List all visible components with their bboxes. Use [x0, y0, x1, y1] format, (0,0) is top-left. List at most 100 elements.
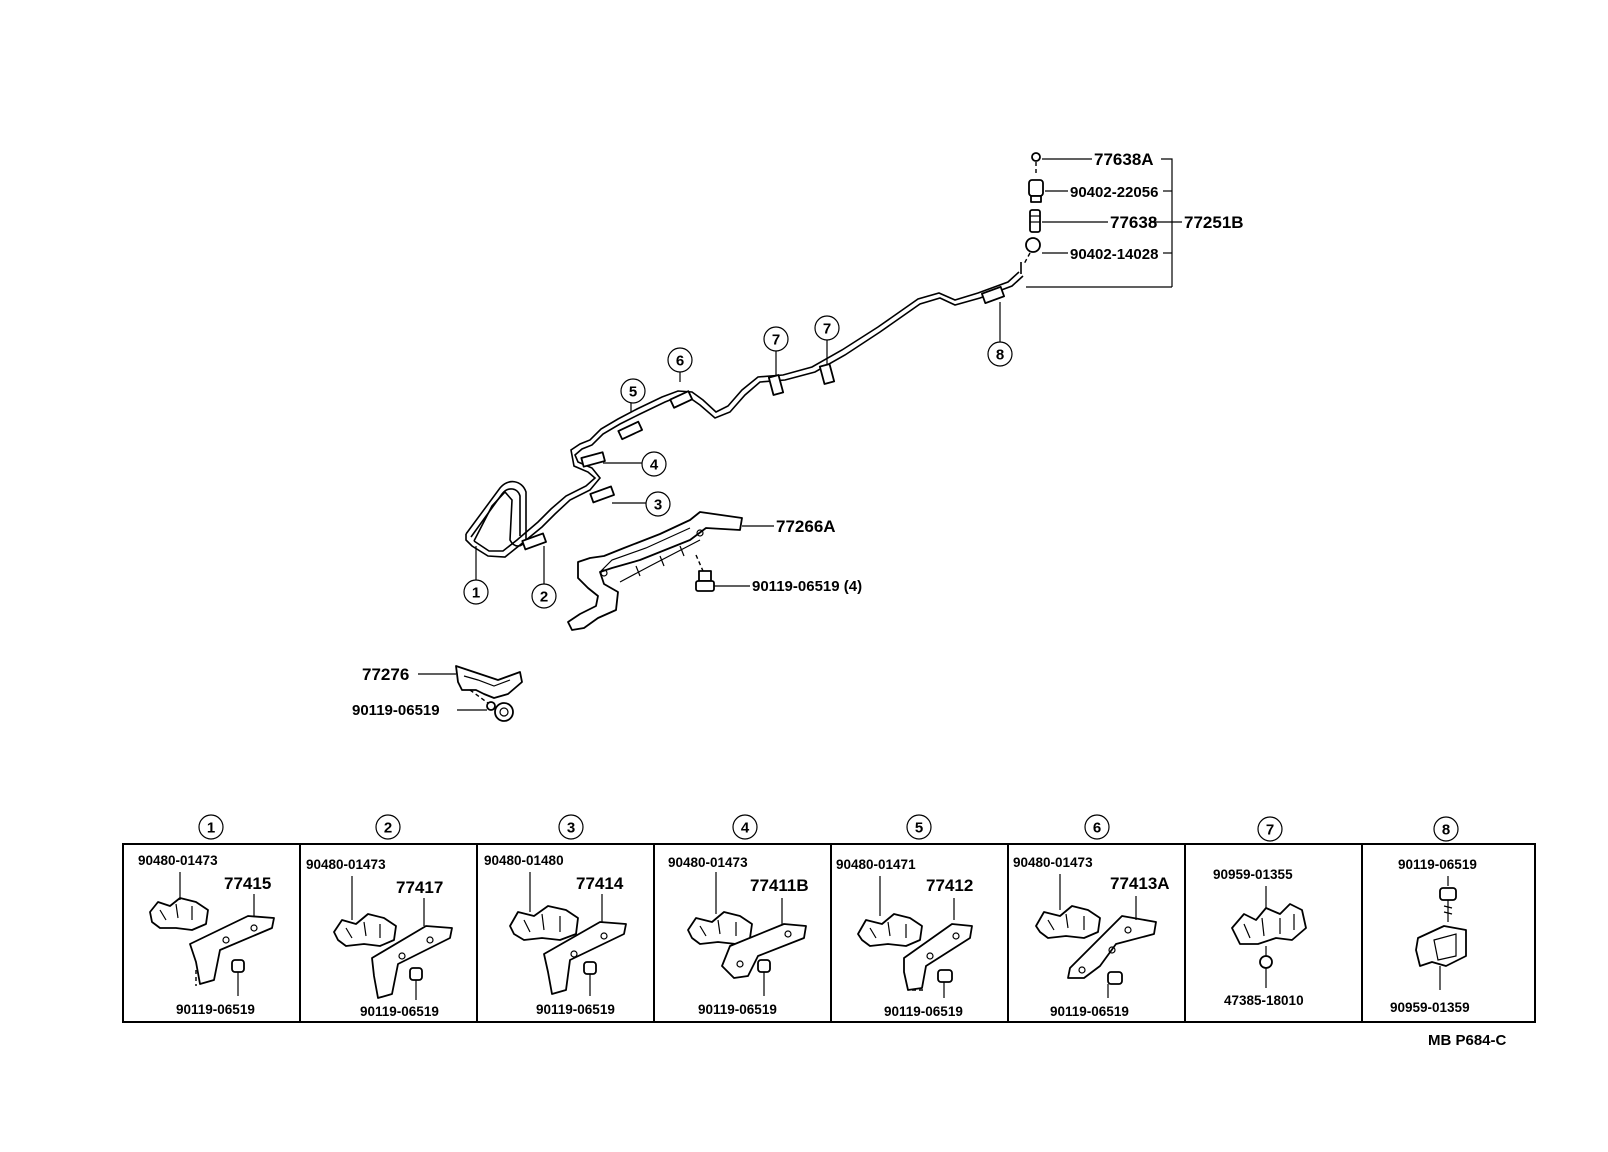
- grommet-icon: [1259, 955, 1273, 969]
- svg-text:1: 1: [207, 820, 215, 837]
- hose-fitting: [1029, 209, 1041, 233]
- svg-text:6: 6: [1093, 820, 1101, 837]
- label-77638a: 77638A: [1094, 150, 1154, 169]
- label-90119-06519-x4: 90119-06519 (4): [752, 578, 862, 595]
- cell-3: 3 90480-01480 77414 90119-06519: [484, 814, 627, 1017]
- cell-marker: [906, 814, 932, 840]
- bolt-part-number: 90119-06519: [884, 1004, 963, 1019]
- svg-text:4: 4: [650, 457, 659, 474]
- clip-icon: [857, 913, 923, 947]
- marker-5: [620, 378, 646, 404]
- cell-6: 6 90480-01473 77413A 90119-06519: [1013, 814, 1170, 1019]
- marker-8: [987, 341, 1013, 367]
- svg-text:3: 3: [567, 820, 575, 837]
- fitting-stack: [1023, 152, 1044, 265]
- cell-5: 5 90480-01471 77412 90119-06519: [836, 814, 973, 1019]
- bracket-part-number: 77415: [224, 874, 271, 893]
- svg-text:7: 7: [1266, 822, 1274, 839]
- marker-7a: [763, 326, 789, 352]
- marker-7b: [814, 315, 840, 341]
- bracket-icon: [189, 915, 275, 985]
- clip-part-number: 90480-01471: [836, 857, 916, 872]
- cell-2: 2 90480-01473 77417 90119-06519: [306, 814, 453, 1019]
- clamp-part-number: 90959-01359: [1390, 1000, 1470, 1015]
- bolt-icon: [757, 959, 771, 973]
- clip-part-number: 90480-01480: [484, 853, 564, 868]
- svg-text:8: 8: [996, 347, 1004, 364]
- cell-marker: [1084, 814, 1110, 840]
- grommet-part-number: 47385-18010: [1224, 993, 1304, 1008]
- marker-3: [645, 491, 671, 517]
- svg-text:5: 5: [629, 384, 637, 401]
- label-77251b: 77251B: [1184, 213, 1244, 232]
- label-77638: 77638: [1110, 213, 1157, 232]
- marker-1: [463, 579, 489, 605]
- marker-6: [667, 347, 693, 373]
- svg-text:3: 3: [654, 497, 662, 514]
- bolt-part-number: 90119-06519: [698, 1002, 777, 1017]
- bolt-part-number: 90119-06519: [176, 1002, 255, 1017]
- label-90402-14028: 90402-14028: [1070, 246, 1158, 263]
- clip-part-number: 90959-01355: [1213, 867, 1293, 882]
- cell-7: 7 90959-01355 47385-18010: [1213, 816, 1307, 1008]
- cell-marker: [732, 814, 758, 840]
- svg-text:7: 7: [772, 332, 780, 349]
- clip-icon: [1035, 905, 1101, 939]
- fuel-line: [465, 262, 1024, 558]
- bolt-icon: [231, 959, 245, 973]
- clip-part-number: 90480-01473: [306, 857, 386, 872]
- label-90402-22056: 90402-22056: [1070, 184, 1158, 201]
- bolt-part-number: 90119-06519: [1050, 1004, 1129, 1019]
- svg-text:1: 1: [472, 585, 480, 602]
- bracket-icon: [543, 921, 627, 995]
- diagram-code: MB P684-C: [1428, 1032, 1507, 1049]
- bracket-icon: [903, 923, 973, 991]
- clip-icon: [149, 897, 209, 931]
- svg-text:7: 7: [823, 321, 831, 338]
- bolt-part-number: 90119-06519: [360, 1004, 439, 1019]
- cell-marker: [375, 814, 401, 840]
- clip-part-number: 90480-01473: [1013, 855, 1093, 870]
- leaders-upper: [1026, 158, 1182, 288]
- clip-part-number: 90480-01473: [138, 853, 218, 868]
- clip-part-number: 90480-01473: [668, 855, 748, 870]
- cell-marker: [558, 814, 584, 840]
- cell-marker: [1257, 816, 1283, 842]
- detail-table: [122, 843, 1536, 1023]
- bolt-icon: [695, 554, 715, 592]
- cell-8: 8 90119-06519 90959-01359: [1390, 816, 1477, 1015]
- clip-icon: [1231, 903, 1307, 945]
- marker-2: [531, 583, 557, 609]
- line-clamps: [521, 285, 1006, 551]
- marker-4: [641, 451, 667, 477]
- gasket-part: [1025, 237, 1041, 253]
- clamp-icon: [1415, 925, 1467, 967]
- bolt-icon: [1439, 887, 1457, 901]
- label-77266a: 77266A: [776, 517, 836, 536]
- bolt-icon: [937, 969, 953, 983]
- bracket-part-number: 77417: [396, 878, 443, 897]
- bolt-part-number: 90119-06519: [1398, 857, 1477, 872]
- bolt-icon: [1107, 971, 1123, 985]
- bracket-part-number: 77414: [576, 874, 624, 893]
- ring-part: [1031, 152, 1041, 162]
- cell-1: 1 90480-01473 77415 90119-06519: [138, 814, 275, 1017]
- cell-marker: [1433, 816, 1459, 842]
- cell-marker: [198, 814, 224, 840]
- label-77276: 77276: [362, 665, 409, 684]
- protector-77276: [455, 665, 523, 722]
- svg-text:4: 4: [741, 820, 750, 837]
- bracket-part-number: 77412: [926, 876, 973, 895]
- union-bolt: [1028, 179, 1044, 197]
- svg-text:6: 6: [676, 353, 684, 370]
- clip-icon: [509, 905, 579, 941]
- clip-icon: [687, 911, 753, 945]
- svg-text:2: 2: [384, 820, 392, 837]
- bracket-part-number: 77411B: [750, 876, 809, 895]
- svg-text:8: 8: [1442, 822, 1450, 839]
- bracket-part-number: 77413A: [1110, 874, 1170, 893]
- bolt-part-number: 90119-06519: [536, 1002, 615, 1017]
- bolt-icon: [583, 961, 597, 975]
- cell-4: 4 90480-01473 77411B 90119-06519: [668, 814, 809, 1017]
